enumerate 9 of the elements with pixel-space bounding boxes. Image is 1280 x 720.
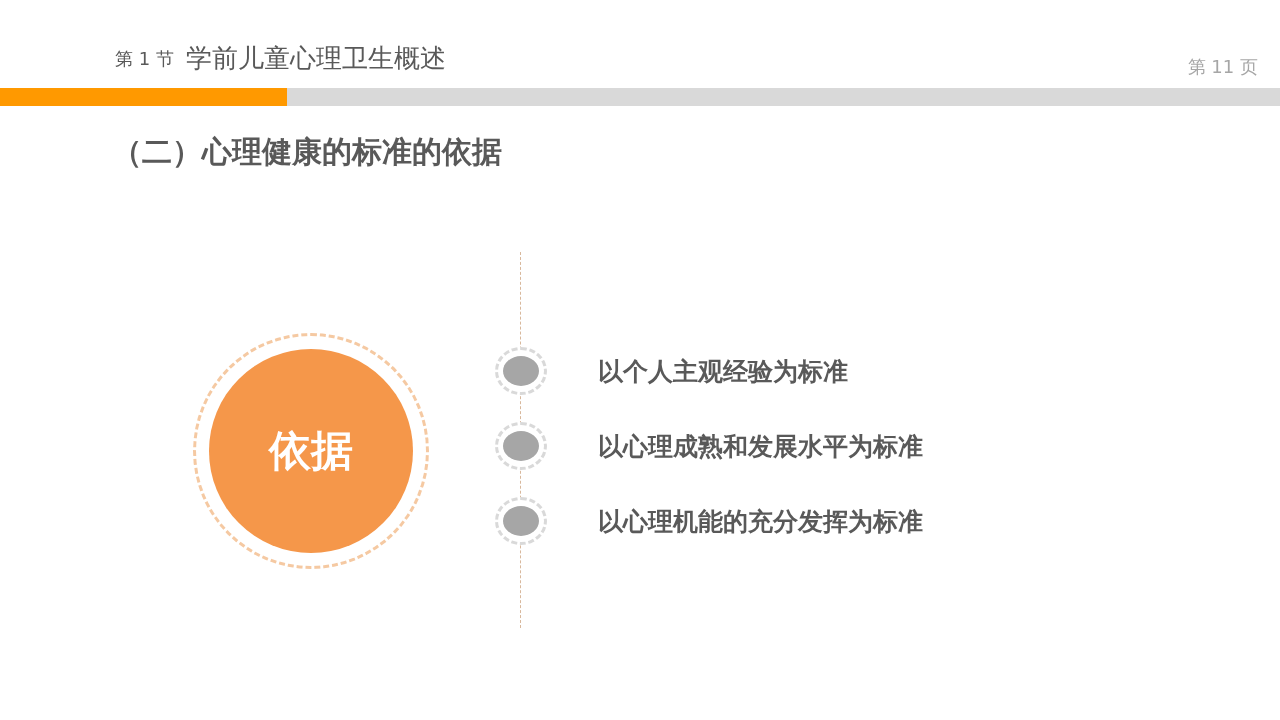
- circle-label: 依据: [269, 425, 353, 477]
- list-item-text: 以心理成熟和发展水平为标准: [598, 431, 923, 463]
- list-item-text: 以个人主观经验为标准: [598, 356, 848, 388]
- slide-title: （二）心理健康的标准的依据: [112, 133, 502, 171]
- chapter-heading: 学前儿童心理卫生概述: [186, 42, 446, 75]
- page-number: 第 11 页: [1187, 55, 1258, 79]
- circle-node: [193, 333, 429, 569]
- section-number: 第 1 节: [115, 47, 174, 71]
- list-item-text: 以心理机能的充分发挥为标准: [598, 506, 923, 538]
